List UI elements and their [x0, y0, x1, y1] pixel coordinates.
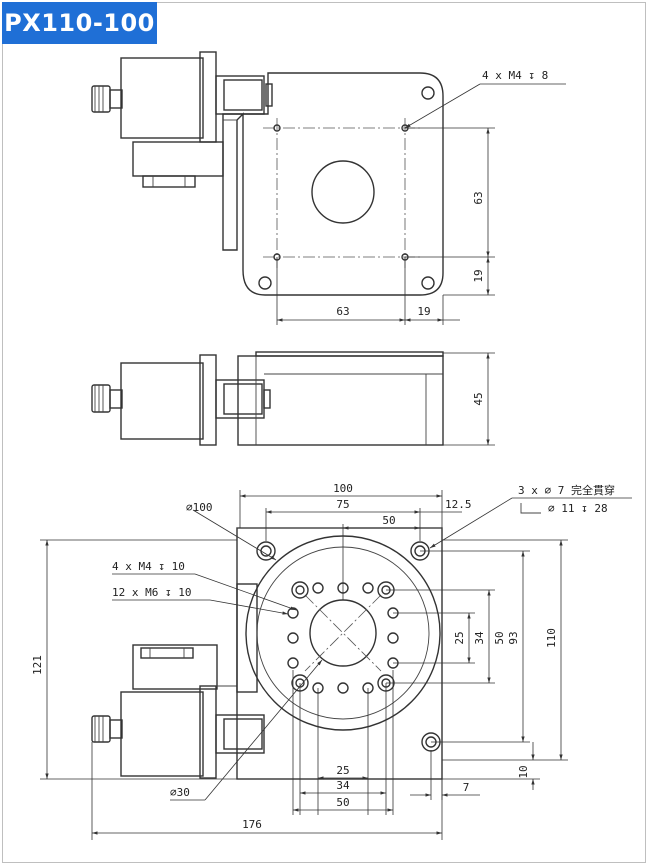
bottom-dim-100: 100 — [333, 482, 353, 495]
top-corner-hole-bl — [258, 276, 272, 290]
side-body — [237, 355, 444, 446]
top-corner-hole-br — [421, 276, 435, 290]
top-center-bore — [311, 160, 375, 224]
top-dim-19-horizontal: 19 — [417, 305, 430, 318]
bottom-dim-34-right: 34 — [473, 631, 486, 645]
bottom-dim-75: 75 — [336, 498, 349, 511]
bottom-dim-50: 50 — [336, 796, 349, 809]
callout-counterbore: ∅ 11 ↧ 28 — [548, 502, 608, 515]
top-view: 4 x M4 ↧ 8 63 19 63 19 — [91, 51, 566, 325]
bottom-dim-7: 7 — [463, 781, 470, 794]
bottom-dim-176: 176 — [242, 818, 262, 831]
bottom-dim-10: 10 — [517, 765, 530, 778]
top-dim-63-horizontal: 63 — [336, 305, 349, 318]
title-badge: PX110-100 — [2, 2, 157, 44]
counterbore-holes — [256, 541, 441, 752]
top-hole-callout: 4 x M4 ↧ 8 — [482, 69, 548, 82]
bottom-dim-110: 110 — [545, 628, 558, 648]
m6-hole-pattern — [287, 582, 399, 694]
top-corner-hole-tr — [421, 86, 435, 100]
dia-100-label: ∅100 — [186, 501, 213, 514]
side-view: 45 — [91, 351, 495, 446]
top-motor — [91, 51, 273, 188]
top-plate-outline — [222, 72, 444, 296]
top-dim-63-vertical: 63 — [472, 191, 485, 204]
bottom-dim-121: 121 — [31, 655, 44, 675]
callout-m4: 4 x M4 ↧ 10 — [112, 560, 185, 573]
top-dim-19-vertical: 19 — [472, 269, 485, 282]
bottom-dim-25-right: 25 — [453, 631, 466, 644]
bottom-dim-12-5: 12.5 — [445, 498, 472, 511]
bottom-dim-93: 93 — [507, 631, 520, 644]
dia-30-label: ∅30 — [170, 786, 190, 799]
bottom-dim-50-top: 50 — [382, 514, 395, 527]
side-dim-45: 45 — [472, 392, 485, 405]
bottom-dim-25: 25 — [336, 764, 349, 777]
m4-hole — [273, 124, 281, 132]
bottom-base — [236, 527, 443, 780]
bottom-dim-34: 34 — [336, 779, 350, 792]
bottom-motor — [91, 644, 265, 779]
bottom-view: 100 75 50 12.5 ∅100 3 x ∅ 7 完全貫穿 ∅ 11 ↧ … — [31, 482, 632, 840]
bottom-dim-50-right: 50 — [493, 631, 506, 644]
callout-m6: 12 x M6 ↧ 10 — [112, 586, 191, 599]
callout-3x-through: 3 x ∅ 7 完全貫穿 — [518, 483, 615, 497]
